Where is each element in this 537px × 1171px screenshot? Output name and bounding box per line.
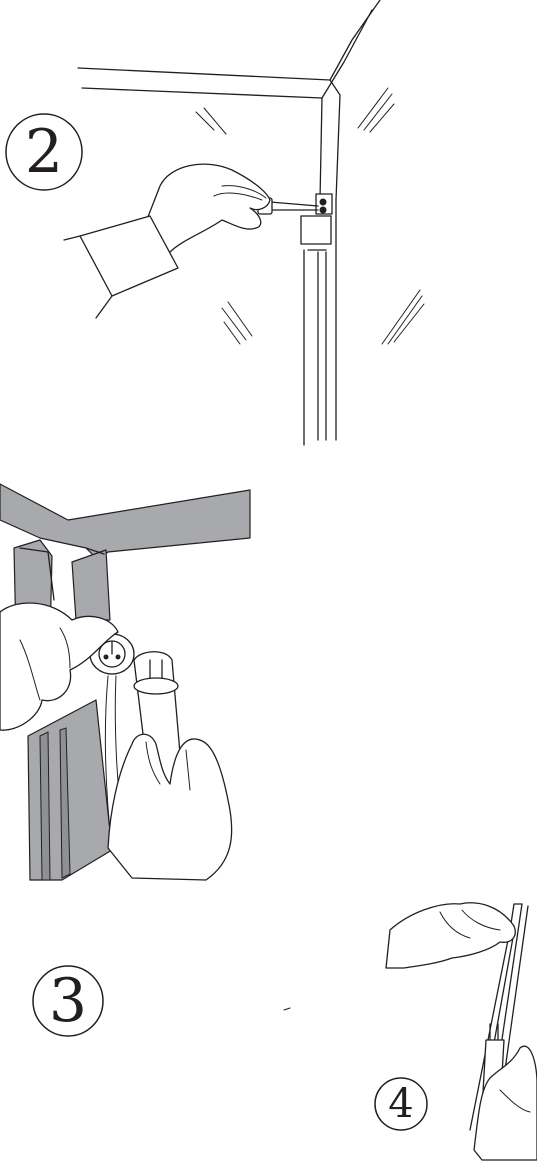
step-3-number: 3 <box>28 961 108 1041</box>
step-2-illustration <box>64 0 424 445</box>
stray-mark <box>284 1008 290 1010</box>
screw-icon <box>320 199 327 206</box>
step-2-number: 2 <box>4 112 84 192</box>
step-3-illustration <box>0 484 250 880</box>
step-4-number: 4 <box>373 1076 429 1132</box>
